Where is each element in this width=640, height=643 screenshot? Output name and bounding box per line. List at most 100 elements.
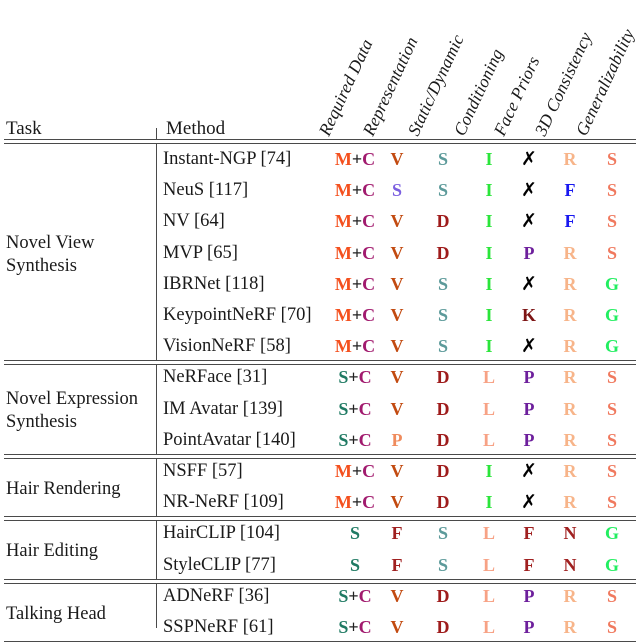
- cell-generalizability: S: [606, 242, 618, 263]
- task-group-label-line: Synthesis: [6, 256, 77, 277]
- cell-face-priors: ✗: [521, 460, 537, 482]
- cell-generalizability: G: [604, 523, 620, 544]
- cell-face-priors: K: [521, 305, 537, 325]
- method-name: MVP [65]: [163, 242, 238, 263]
- method-name: IBRNet [118]: [163, 273, 265, 294]
- cell-generalizability: G: [604, 336, 620, 357]
- cell-conditioning: I: [485, 273, 493, 294]
- cell-static-dynamic: S: [437, 523, 449, 544]
- cell-face-priors: P: [523, 617, 535, 637]
- cell-face-priors: P: [523, 367, 535, 388]
- cell-static-dynamic: S: [437, 336, 449, 357]
- header-method: Method: [166, 118, 226, 139]
- cell-3d-consistency: R: [563, 398, 577, 419]
- cell-face-priors: ✗: [521, 491, 537, 514]
- cell-face-priors: ✗: [521, 148, 537, 170]
- cell-static-dynamic: D: [436, 429, 450, 450]
- task-group-label-line: Hair Editing: [6, 541, 98, 562]
- cell-conditioning: L: [482, 554, 496, 575]
- cell-static-dynamic: S: [437, 149, 449, 169]
- cell-representation: F: [391, 554, 403, 575]
- cell-3d-consistency: R: [563, 242, 577, 263]
- cell-generalizability: G: [604, 554, 620, 575]
- cell-representation: V: [390, 242, 404, 263]
- cell-generalizability: S: [606, 585, 618, 606]
- method-name: SSPNeRF [61]: [163, 617, 274, 637]
- cell-face-priors: P: [523, 429, 535, 450]
- cell-conditioning: L: [482, 617, 496, 637]
- cell-static-dynamic: D: [436, 461, 450, 481]
- cell-face-priors: P: [523, 585, 535, 606]
- rule-header-top: [4, 138, 636, 144]
- cell-conditioning: I: [485, 336, 493, 357]
- cell-static-dynamic: D: [436, 492, 450, 513]
- cell-required-data: M+C: [334, 461, 376, 481]
- column-divider-vertical: [156, 128, 158, 628]
- cell-conditioning: L: [482, 367, 496, 388]
- method-name: KeypointNeRF [70]: [163, 305, 312, 325]
- cell-3d-consistency: R: [563, 461, 577, 481]
- cell-generalizability: S: [606, 429, 618, 450]
- cell-generalizability: G: [604, 273, 620, 294]
- cell-3d-consistency: N: [563, 554, 577, 575]
- cell-generalizability: S: [606, 492, 618, 513]
- task-group-label: Hair Editing: [6, 540, 98, 563]
- cell-generalizability: S: [606, 398, 618, 419]
- cell-representation: P: [391, 429, 403, 450]
- cell-generalizability: S: [606, 617, 618, 637]
- cell-3d-consistency: R: [563, 429, 577, 450]
- cell-required-data: M+C: [334, 180, 376, 201]
- cell-3d-consistency: R: [563, 273, 577, 294]
- cell-3d-consistency: F: [564, 211, 576, 232]
- rule-group-1: [4, 360, 636, 366]
- rule-group-2: [4, 454, 636, 459]
- cell-representation: V: [390, 367, 404, 388]
- cell-required-data: M+C: [334, 149, 376, 169]
- cell-required-data: M+C: [334, 211, 376, 232]
- cell-face-priors: ✗: [521, 210, 537, 233]
- cell-static-dynamic: D: [436, 242, 450, 263]
- cell-face-priors: P: [523, 398, 535, 419]
- cell-static-dynamic: D: [436, 617, 450, 637]
- cell-representation: F: [391, 523, 403, 544]
- cell-3d-consistency: F: [564, 180, 576, 201]
- rule-group-3: [4, 516, 636, 522]
- method-name: VisionNeRF [58]: [163, 336, 291, 357]
- cell-generalizability: S: [606, 461, 618, 481]
- cell-required-data: S+C: [338, 429, 372, 450]
- cell-required-data: S+C: [338, 617, 372, 637]
- cell-conditioning: I: [485, 149, 493, 169]
- cell-generalizability: S: [606, 367, 618, 388]
- cell-conditioning: I: [485, 242, 493, 263]
- cell-static-dynamic: S: [437, 273, 449, 294]
- task-group-label-line: Novel Expression: [6, 389, 139, 410]
- rule-group-4: [4, 578, 636, 584]
- cell-3d-consistency: R: [563, 336, 577, 357]
- task-group-label: Hair Rendering: [6, 478, 121, 501]
- cell-conditioning: L: [482, 523, 496, 544]
- cell-3d-consistency: N: [563, 523, 577, 544]
- cell-3d-consistency: R: [563, 305, 577, 325]
- cell-required-data: S: [349, 554, 361, 575]
- cell-representation: V: [390, 273, 404, 294]
- cell-representation: V: [390, 149, 404, 169]
- cell-required-data: M+C: [334, 336, 376, 357]
- cell-face-priors: ✗: [521, 335, 537, 358]
- cell-static-dynamic: D: [436, 367, 450, 388]
- cell-conditioning: I: [485, 492, 493, 513]
- cell-generalizability: S: [606, 211, 618, 232]
- cell-3d-consistency: R: [563, 492, 577, 513]
- cell-conditioning: I: [485, 211, 493, 232]
- task-group-label-line: Hair Rendering: [6, 478, 121, 499]
- cell-conditioning: I: [485, 305, 493, 325]
